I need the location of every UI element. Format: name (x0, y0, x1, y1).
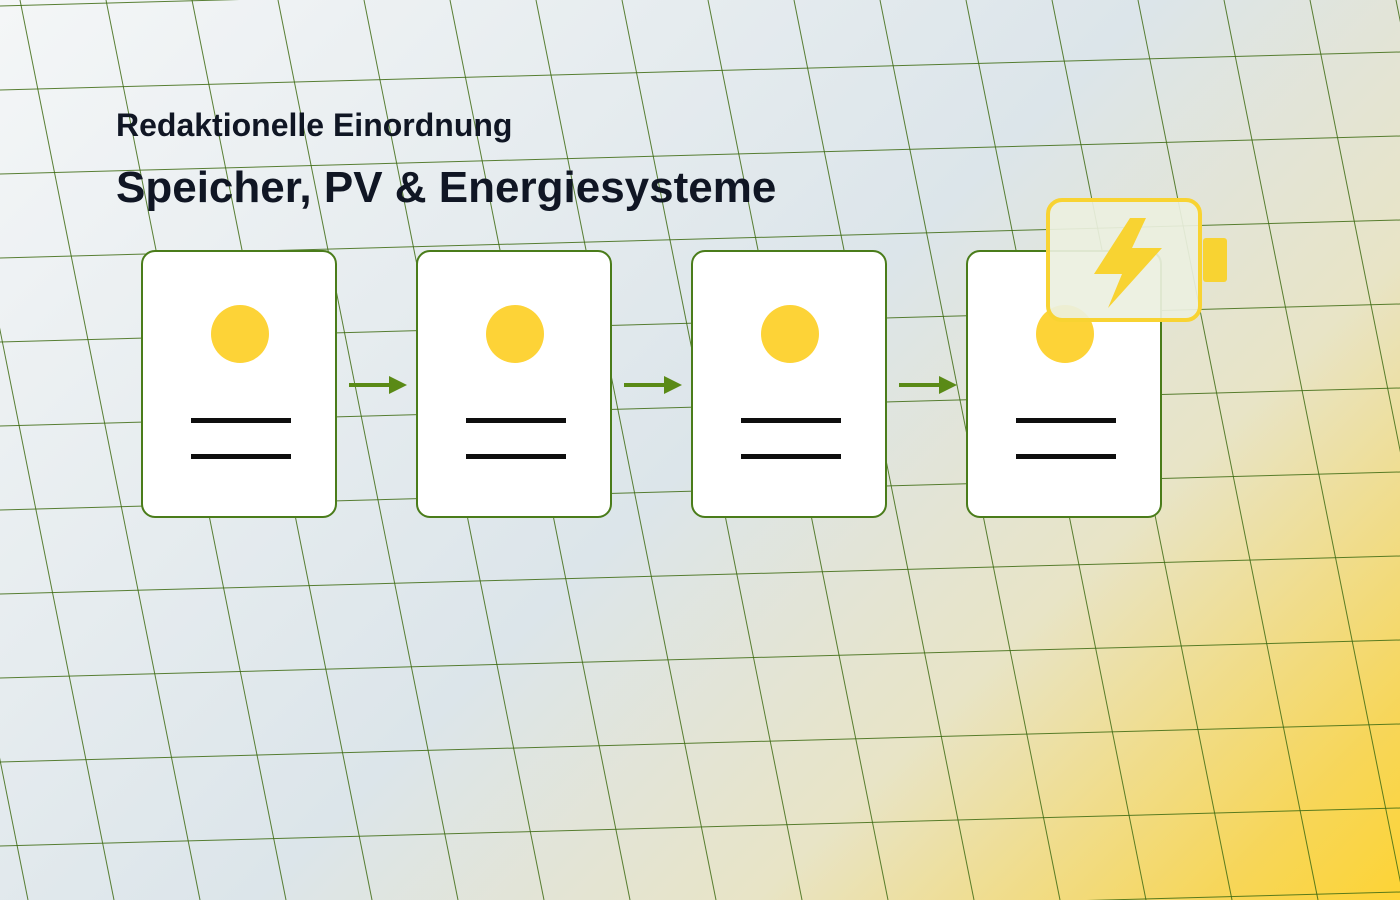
grid-line (1223, 0, 1400, 883)
step-card-2 (416, 250, 612, 518)
text-line (1016, 418, 1116, 423)
kicker-heading: Redaktionelle Einordnung (116, 107, 513, 143)
step-card-1 (141, 250, 337, 518)
text-line (466, 454, 566, 459)
grid-line (19, 0, 201, 900)
sun-icon (761, 305, 819, 363)
grid-line (0, 135, 1400, 175)
text-line (191, 454, 291, 459)
lightning-bolt-icon (1094, 218, 1162, 308)
grid-line (1086, 891, 1400, 900)
text-line (466, 418, 566, 423)
sun-icon (486, 305, 544, 363)
grid-line (0, 327, 115, 900)
grid-line (1309, 0, 1400, 453)
grid-line (0, 51, 1400, 91)
grid-line (0, 807, 1400, 847)
text-line (1016, 454, 1116, 459)
sun-icon (211, 305, 269, 363)
arrow-right-icon (349, 376, 407, 394)
grid-line (0, 639, 1400, 679)
battery-charging-icon (1046, 198, 1202, 322)
arrow-right-icon (624, 376, 682, 394)
grid-line (535, 0, 717, 900)
battery-terminal (1203, 238, 1227, 282)
page-title: Speicher, PV & Energiesysteme (116, 163, 777, 212)
text-line (191, 418, 291, 423)
grid-line (0, 0, 240, 7)
grid-line (1395, 0, 1400, 23)
grid-line (1137, 0, 1319, 900)
step-card-3 (691, 250, 887, 518)
grid-line (0, 723, 1400, 763)
arrow-right-icon (899, 376, 957, 394)
text-line (741, 418, 841, 423)
grid-line (0, 555, 1400, 595)
text-line (741, 454, 841, 459)
